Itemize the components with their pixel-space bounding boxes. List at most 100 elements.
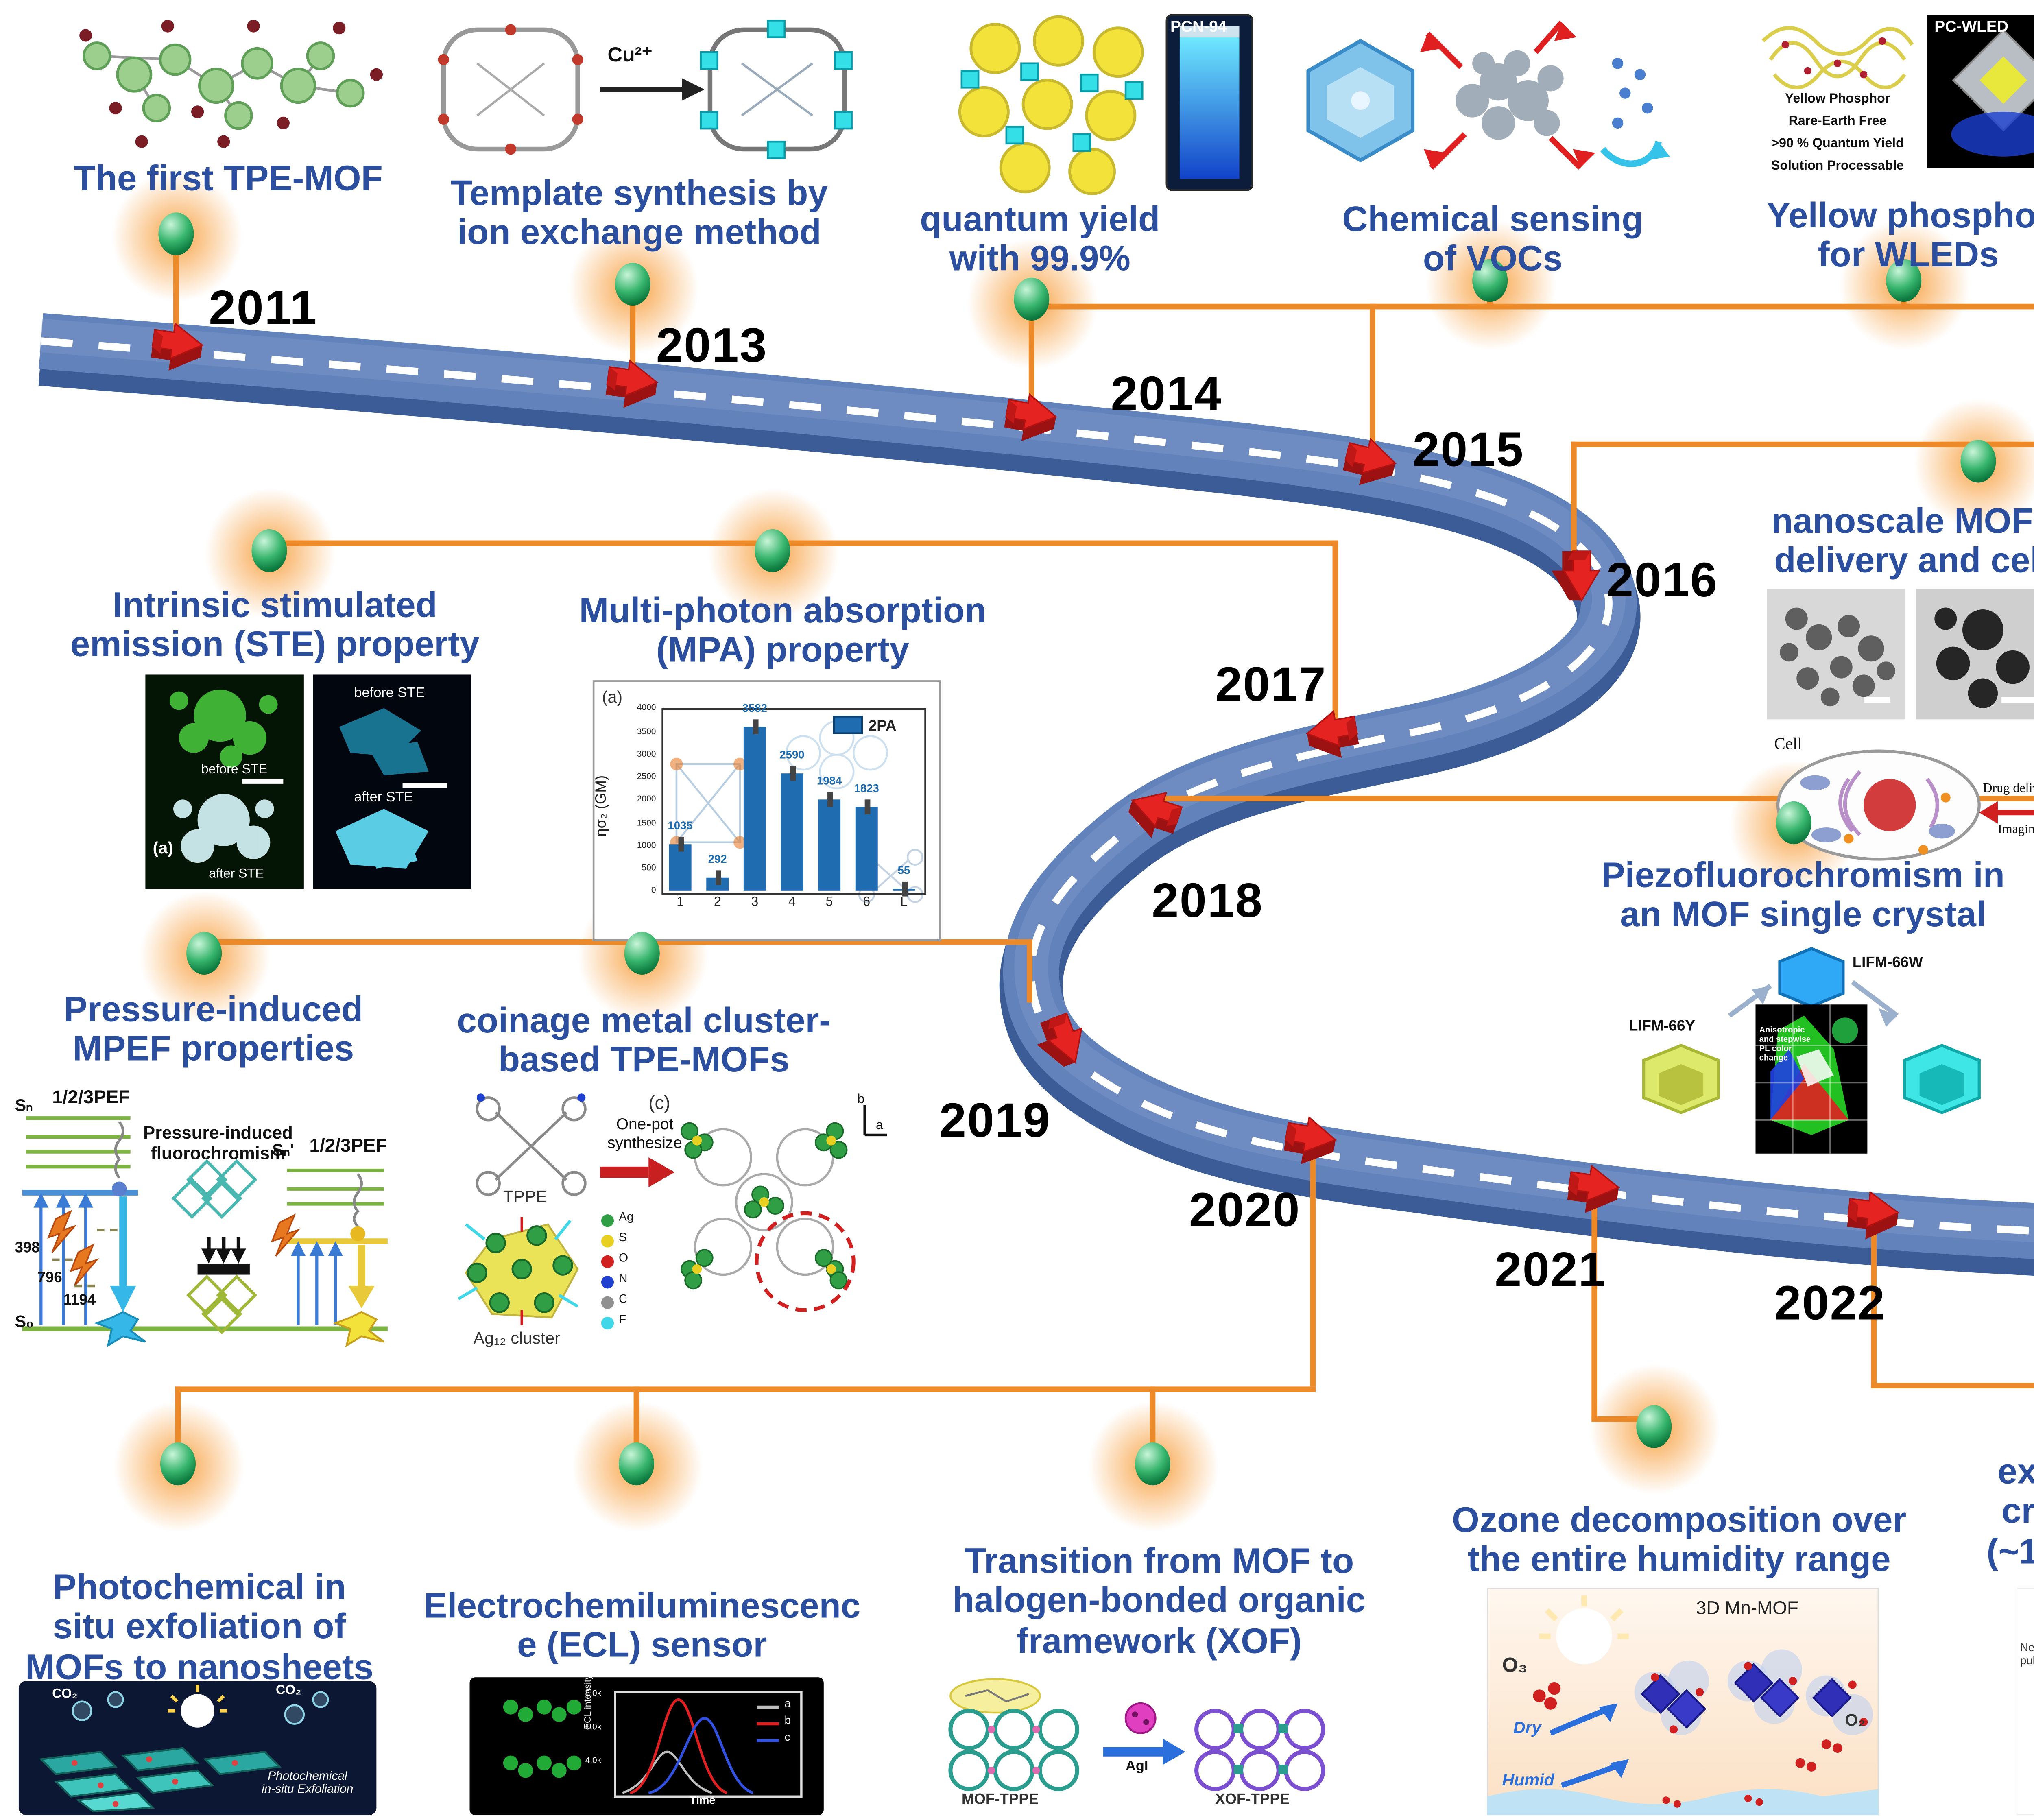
2pef-image: Near Infrared pulsed excitation single c… <box>2016 1588 2034 1816</box>
connector-2017 <box>270 540 1338 546</box>
mpa-bar <box>669 843 692 891</box>
mpa-value-label: 55 <box>897 866 910 877</box>
wled-text-1: Yellow Phosphor <box>1785 93 1890 107</box>
milestone-pin <box>618 1442 655 1486</box>
road-marker <box>1838 1186 1907 1248</box>
mpa-panel-label: (a) <box>602 687 623 707</box>
label-voc-sensing: Chemical sensing of VOCs <box>1342 201 1643 281</box>
milestone-pin <box>158 212 194 255</box>
after-ste-left: after STE <box>209 868 264 882</box>
year-2015: 2015 <box>1412 421 1524 477</box>
label-template-synthesis: Template synthesis by ion exchange metho… <box>450 175 828 255</box>
label-yellow-phosphor: Yellow phosphor for WLEDs <box>1766 197 2034 277</box>
wled-image: PC-WLED Yellow Phosphor Rare-Earth Free … <box>1752 11 2034 194</box>
year-2021: 2021 <box>1495 1241 1606 1297</box>
panel-a-caption: (a) <box>153 838 174 858</box>
tppe-caption: TPPE <box>503 1187 547 1206</box>
mpa-bar <box>743 727 766 891</box>
year-2020: 2020 <box>1189 1181 1301 1237</box>
pcn94-image: PCN-94 <box>943 7 1260 197</box>
ecl-legend-c: c <box>784 1733 790 1745</box>
mpa-x-tick: 5 <box>825 896 833 910</box>
mpa-legend: 2PA <box>833 716 896 734</box>
label-first-tpe-mof: The first TPE-MOF <box>74 160 383 200</box>
lifm66w-caption: LIFM-66W <box>1852 954 1923 971</box>
drop-2015 <box>1370 303 1375 450</box>
ecl-tick-4k: 4.0k <box>585 1755 602 1765</box>
fluorochromism-caption: Pressure-induced fluorochromism <box>143 1124 293 1164</box>
coinage-cluster-image: TPPE One-pot synthesize Ag₁₂ cluster (c)… <box>440 1090 887 1351</box>
label-exfoliation: Photochemical in situ exfoliation of MOF… <box>25 1569 374 1689</box>
wled-text-4: Solution Processable <box>1771 160 1904 174</box>
pef-right: 1/2/3PEF <box>309 1137 387 1157</box>
legend-swatch <box>833 716 863 734</box>
lifm66y-caption: LIFM-66Y <box>1628 1017 1695 1034</box>
xof-tppe-caption: XOF-TPPE <box>1215 1791 1290 1808</box>
legend-s: S <box>618 1232 627 1245</box>
milestone-pin <box>186 932 222 975</box>
ecl-tick-8k: 8.0k <box>585 1688 602 1698</box>
before-ste-left: before STE <box>201 764 268 777</box>
ecl-legend-a: a <box>784 1700 791 1711</box>
o3-caption: O₃ <box>1502 1655 1528 1678</box>
label-coinage: coinage metal cluster- based TPE-MOFs <box>457 1002 831 1082</box>
road-marker <box>995 386 1067 452</box>
drop-2019 <box>1027 939 1032 1003</box>
pef-left: 1/2/3PEF <box>52 1088 130 1109</box>
wled-text-3: >90 % Quantum Yield <box>1771 138 1904 151</box>
mpa-error-bar <box>677 836 683 851</box>
agi-caption: AgI <box>1126 1757 1148 1774</box>
wl-796: 796 <box>37 1269 62 1286</box>
road-marker <box>1547 544 1602 608</box>
connector-2014 <box>1028 316 1034 406</box>
mpa-error-bar <box>864 800 870 815</box>
mpa-y-tick: 2000 <box>637 794 656 804</box>
year-2011: 2011 <box>209 279 318 336</box>
pcn94-annotation: PCN-94 <box>1170 17 1227 36</box>
panel-c-caption: (c) <box>648 1094 670 1115</box>
connector-2020 <box>175 1386 1316 1392</box>
mpa-y-tick: 3000 <box>637 749 656 759</box>
road-marker <box>1274 1109 1346 1175</box>
label-nanoscale-mofs: nanoscale MOFs for drug delivery and cel… <box>1771 503 2034 583</box>
legend-f: F <box>618 1314 626 1327</box>
xof-image: MOF-TPPE XOF-TPPE AgI <box>932 1677 1361 1815</box>
year-2018: 2018 <box>1152 872 1264 928</box>
connector-top-right <box>1028 303 2034 310</box>
mpa-plot-area <box>661 708 926 895</box>
pc-wled-annotation: PC-WLED <box>1934 17 2009 36</box>
label-ecl: Electrochemiluminescenc e (ECL) sensor <box>423 1588 861 1667</box>
mpa-y-tick: 4000 <box>637 703 656 713</box>
cu-ion-annotation: Cu²⁺ <box>607 44 653 67</box>
drop-2017 <box>1332 540 1338 720</box>
mpa-value-label: 3582 <box>742 705 767 716</box>
mpa-y-tick: 1500 <box>637 817 656 827</box>
o2-caption: O₂ <box>1845 1711 1866 1730</box>
year-2013: 2013 <box>656 316 768 373</box>
drug-delivery-caption: Drug delivery <box>1983 781 2034 796</box>
label-xof: Transition from MOF to halogen-bonded or… <box>952 1543 1366 1663</box>
ecl-xlabel: Time <box>690 1796 716 1808</box>
label-2pef: extremely large 2PEF cross-section value… <box>1986 1453 2034 1573</box>
legend-o: O <box>618 1252 629 1266</box>
mnmof-caption: 3D Mn-MOF <box>1696 1599 1798 1620</box>
year-2017: 2017 <box>1215 656 1327 712</box>
mpa-value-label: 1984 <box>816 778 842 789</box>
mpa-y-tick: 3500 <box>637 726 656 735</box>
nanoscale-mofs-image: Cell Drug loading Drug delivery Imaging <box>1766 589 2034 865</box>
mpa-x-tick: 6 <box>863 896 871 910</box>
year-2022: 2022 <box>1774 1274 1886 1331</box>
milestone-pin <box>624 932 660 975</box>
ecl-legend-b: b <box>784 1716 791 1728</box>
label-ozone: Ozone decomposition over the entire humi… <box>1452 1502 1907 1582</box>
mpa-x-tick: 2 <box>714 896 721 910</box>
connector-2016 <box>1571 441 2034 447</box>
drop-2022 <box>1871 1230 1877 1383</box>
mpa-bar <box>781 773 803 891</box>
before-ste-right: before STE <box>354 684 425 701</box>
year-2014: 2014 <box>1111 365 1222 421</box>
pressure-mpef-image: Sₙ 1/2/3PEF Sₙ' 1/2/3PEF Pressure-induce… <box>15 1081 397 1351</box>
label-mpa: Multi-photon absorption (MPA) property <box>579 592 986 672</box>
legend-n: N <box>618 1272 628 1286</box>
